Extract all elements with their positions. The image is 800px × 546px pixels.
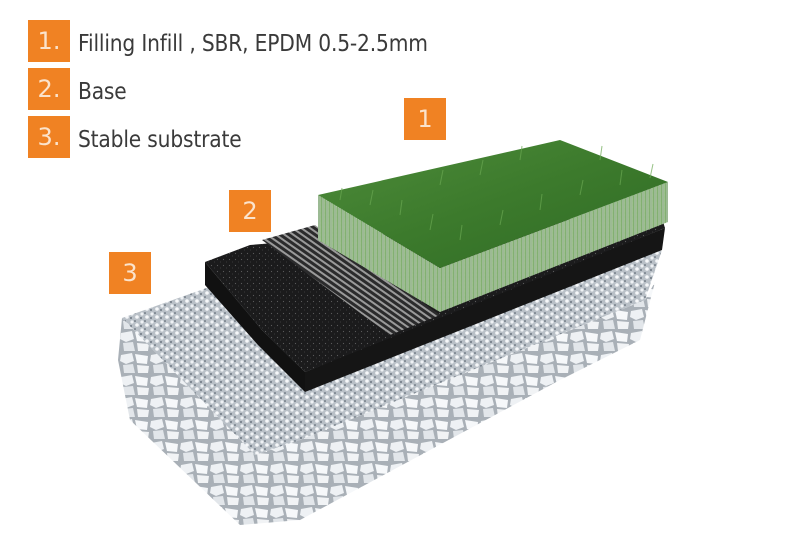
legend-item-infill: 1. Filling Infill , SBR, EPDM 0.5-2.5mm	[28, 20, 488, 62]
grass-blades	[339, 145, 654, 241]
marker-base-layer: 2	[229, 190, 271, 232]
legend-label: Filling Infill , SBR, EPDM 0.5-2.5mm	[78, 31, 428, 57]
turf-side-front	[318, 195, 440, 312]
legend-item-base: 2. Base	[28, 68, 488, 110]
marker-turf-layer: 1	[404, 98, 446, 140]
rubber-base-side	[305, 228, 665, 392]
turf-top-face	[318, 140, 668, 268]
legend-badge: 3.	[28, 116, 70, 158]
turf-side-right	[440, 182, 668, 312]
legend-badge: 2.	[28, 68, 70, 110]
legend-label: Base	[78, 79, 127, 105]
gravel-front-face	[118, 282, 655, 525]
legend-label: Stable substrate	[78, 127, 242, 153]
legend-badge: 1.	[28, 20, 70, 62]
mesh-layer	[262, 225, 440, 335]
rubber-base-front	[205, 262, 305, 392]
legend-item-substrate: 3. Stable substrate	[28, 116, 488, 158]
marker-substrate-layer: 3	[109, 252, 151, 294]
